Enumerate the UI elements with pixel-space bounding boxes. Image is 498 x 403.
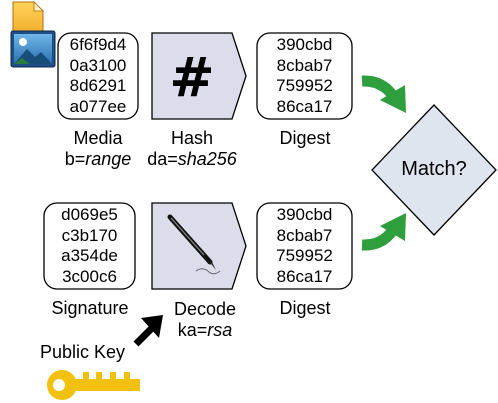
media-param-key: b= (64, 149, 86, 169)
signature-hex-line: d069e5 (61, 205, 118, 224)
arrow-up-right-icon (133, 315, 163, 347)
hash-param-value: sha256 (177, 149, 237, 169)
digest-hex-line: 390cbd (276, 205, 333, 224)
hash-param-key: da= (147, 149, 178, 169)
digest-top-label: Digest (279, 128, 331, 148)
media-hex-line: 0a3100 (69, 55, 127, 75)
media-hex-line: 8d6291 (69, 76, 127, 95)
digest-hex-line: 86ca17 (276, 96, 333, 116)
public-key-label: Public Key (40, 342, 126, 362)
media-hex: 6f6f9d4 0a3100 8d6291 a077ee (58, 35, 138, 117)
digest-bottom-box (256, 202, 353, 290)
match-diamond (371, 104, 497, 236)
hash-caption: Hash da=sha256 (132, 128, 252, 170)
digest-hex-line: 759952 (276, 76, 333, 95)
signature-hex-line: 3c00c6 (62, 266, 117, 286)
signature-caption: Signature (30, 298, 150, 319)
digest-top-hex: 390cbd 8cbab7 759952 86ca17 (257, 35, 352, 117)
signature-hex: d069e5 c3b170 a354de 3c00c6 (44, 205, 135, 287)
image-file-icon (10, 1, 56, 68)
digest-hex-line: 8cbab7 (276, 225, 333, 245)
media-hex-line: a077ee (69, 96, 127, 116)
signature-hex-line: c3b170 (61, 225, 118, 245)
digest-top-box (256, 32, 353, 120)
media-caption: Media b=range (38, 128, 158, 170)
digest-bottom-caption: Digest (245, 298, 365, 319)
curved-arrow-down-icon (361, 75, 406, 113)
digest-bottom-hex: 390cbd 8cbab7 759952 86ca17 (257, 205, 352, 287)
digest-hex-line: 8cbab7 (276, 55, 333, 75)
decode-param: ka=rsa (145, 320, 265, 341)
media-label: Media (73, 128, 123, 148)
hash-process-shape (151, 32, 247, 120)
digest-top-caption: Digest (245, 128, 365, 149)
digest-hex-line: 759952 (276, 246, 333, 265)
digest-hex-line: 86ca17 (276, 266, 333, 286)
decode-caption: Decode ka=rsa (145, 299, 265, 341)
media-param-value: range (85, 149, 132, 169)
match-label: Match? (401, 158, 467, 180)
signature-label: Signature (51, 298, 129, 318)
decode-param-key: ka= (177, 320, 208, 340)
digest-bottom-label: Digest (279, 298, 331, 318)
media-hex-line: 6f6f9d4 (69, 35, 127, 54)
signature-hex-line: a354de (61, 246, 118, 265)
hash-symbol: # (169, 46, 214, 109)
key-icon (47, 370, 140, 400)
media-param: b=range (38, 149, 158, 170)
curved-arrow-up-icon (361, 213, 406, 251)
media-box (57, 32, 139, 120)
hash-label: Hash (170, 128, 214, 148)
hash-param: da=sha256 (132, 149, 252, 170)
digest-hex-line: 390cbd (276, 35, 333, 54)
pen-icon (167, 214, 221, 275)
decode-label: Decode (173, 299, 237, 319)
decode-param-value: rsa (207, 320, 233, 340)
signature-box (43, 202, 136, 290)
